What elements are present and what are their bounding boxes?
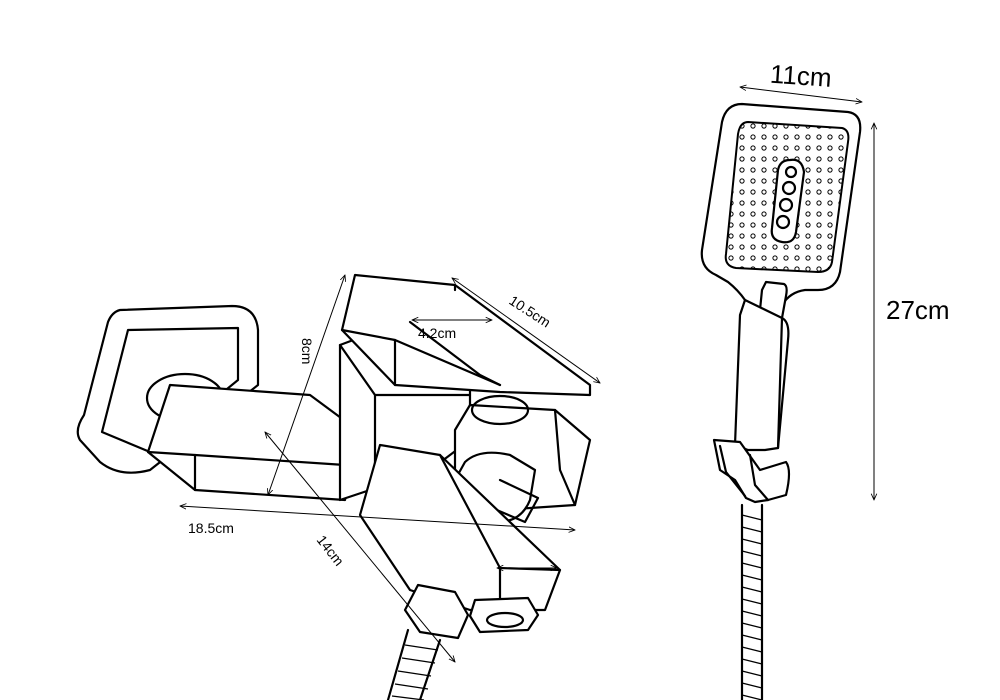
spray-nozzle-4	[775, 214, 791, 230]
spray-nozzle-2	[781, 180, 797, 196]
label-spout: 10.5cm	[506, 292, 553, 330]
shower-hose	[740, 503, 764, 700]
label-opening: 4.2cm	[418, 325, 456, 341]
faucet-drawing	[76, 273, 592, 700]
hand-shower-drawing	[700, 102, 862, 700]
spray-nozzle-1	[784, 165, 798, 179]
label-head-width: 11cm	[769, 59, 833, 93]
dimension-line-height	[268, 275, 345, 495]
faucet-hose	[386, 628, 442, 700]
shower-handle	[733, 298, 784, 452]
spray-nozzle-3	[778, 197, 794, 213]
wall-holder	[712, 438, 791, 504]
label-depth: 14cm	[314, 532, 348, 569]
spray-mode-strip	[770, 158, 806, 244]
shower-dimensions: 11cm 27cm	[740, 59, 950, 500]
dimension-line-spout	[452, 278, 600, 383]
label-length: 18.5cm	[188, 520, 234, 536]
dimension-line-head-width	[740, 87, 862, 102]
label-height: 8cm	[299, 338, 315, 364]
body-bar	[146, 383, 362, 502]
label-shower-height: 27cm	[886, 295, 950, 325]
